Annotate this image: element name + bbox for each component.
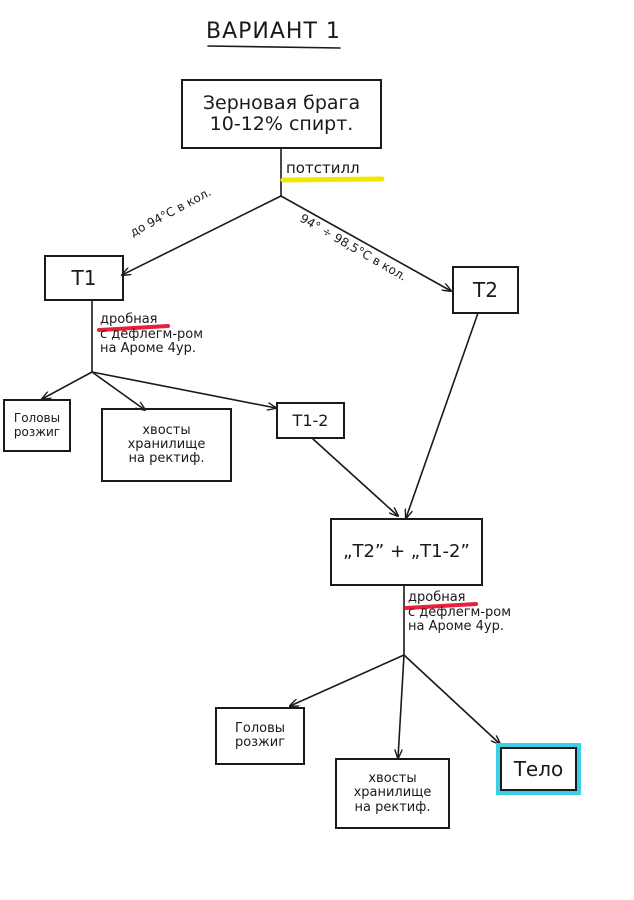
title-underline xyxy=(207,45,341,49)
tails2-line3: на ректиф. xyxy=(354,799,431,815)
t2-label: Т2 xyxy=(473,278,498,302)
heads1-line1: Головы xyxy=(13,411,61,426)
edge-to-body xyxy=(403,654,500,744)
frac2-line2: с дефлегм-ром xyxy=(408,604,512,620)
heads2-box: Головы розжиг xyxy=(215,707,305,765)
diagram-title: ВАРИАНТ 1 xyxy=(206,19,341,44)
tails1-box: хвосты хранилище на ректиф. xyxy=(101,408,232,482)
edge-to-tails1 xyxy=(91,371,145,410)
tails2-box: хвосты хранилище на ректиф. xyxy=(335,758,450,829)
frac1-underline xyxy=(97,324,170,332)
frac1-note: дробная с дефлегм-ром на Ароме 4ур. xyxy=(100,312,204,357)
mash-line1: Зерновая брага xyxy=(202,92,361,115)
frac2-line3: на Ароме 4ур. xyxy=(408,619,504,635)
edge-t12-combined xyxy=(312,438,398,516)
body-box: Тело xyxy=(496,743,581,795)
heads1-line2: розжиг xyxy=(13,424,61,439)
frac2-line1: дробная xyxy=(408,590,466,605)
combined-label: „Т2” + „Т1-2” xyxy=(343,541,470,563)
heads1-box: Головы розжиг xyxy=(3,399,71,452)
edge-to-heads2 xyxy=(290,654,405,706)
frac2-note: дробная с дефлегм-ром на Ароме 4ур. xyxy=(408,590,512,635)
combined-box: „Т2” + „Т1-2” xyxy=(330,518,483,586)
body-label: Тело xyxy=(513,757,564,781)
edge-to-t12 xyxy=(91,371,276,408)
mash-line2: 10-12% спирт. xyxy=(209,113,354,135)
t12-label: Т1-2 xyxy=(292,410,329,430)
tails1-line2: хранилище xyxy=(127,436,206,452)
t2-box: Т2 xyxy=(452,266,519,314)
heads2-line2: розжиг xyxy=(234,735,286,750)
t1-box: Т1 xyxy=(44,255,124,301)
tails2-line1: хвосты xyxy=(368,771,417,787)
edge-to-t1 xyxy=(122,195,282,275)
tails1-line1: хвосты xyxy=(142,422,191,438)
heads2-line1: Головы xyxy=(234,720,286,736)
edge-to-heads1 xyxy=(42,371,93,399)
edge-to-tails2 xyxy=(398,654,405,758)
frac1-line3: на Ароме 4ур. xyxy=(100,341,196,357)
tails1-line3: на ректиф. xyxy=(128,451,205,467)
t1-label: Т1 xyxy=(71,266,97,290)
frac2-underline xyxy=(404,602,478,610)
frac1-line1: дробная xyxy=(100,312,158,327)
edge-t2-combined xyxy=(406,312,479,518)
tails2-line2: хранилище xyxy=(353,785,432,801)
frac1-line2: с дефлегм-ром xyxy=(100,326,204,342)
potstill-highlight xyxy=(280,176,385,183)
potstill-label: потстилл xyxy=(286,159,360,177)
mash-box: Зерновая брага 10-12% спирт. xyxy=(181,79,382,149)
edge-to-t2 xyxy=(280,195,451,291)
t12-box: Т1-2 xyxy=(276,402,345,439)
